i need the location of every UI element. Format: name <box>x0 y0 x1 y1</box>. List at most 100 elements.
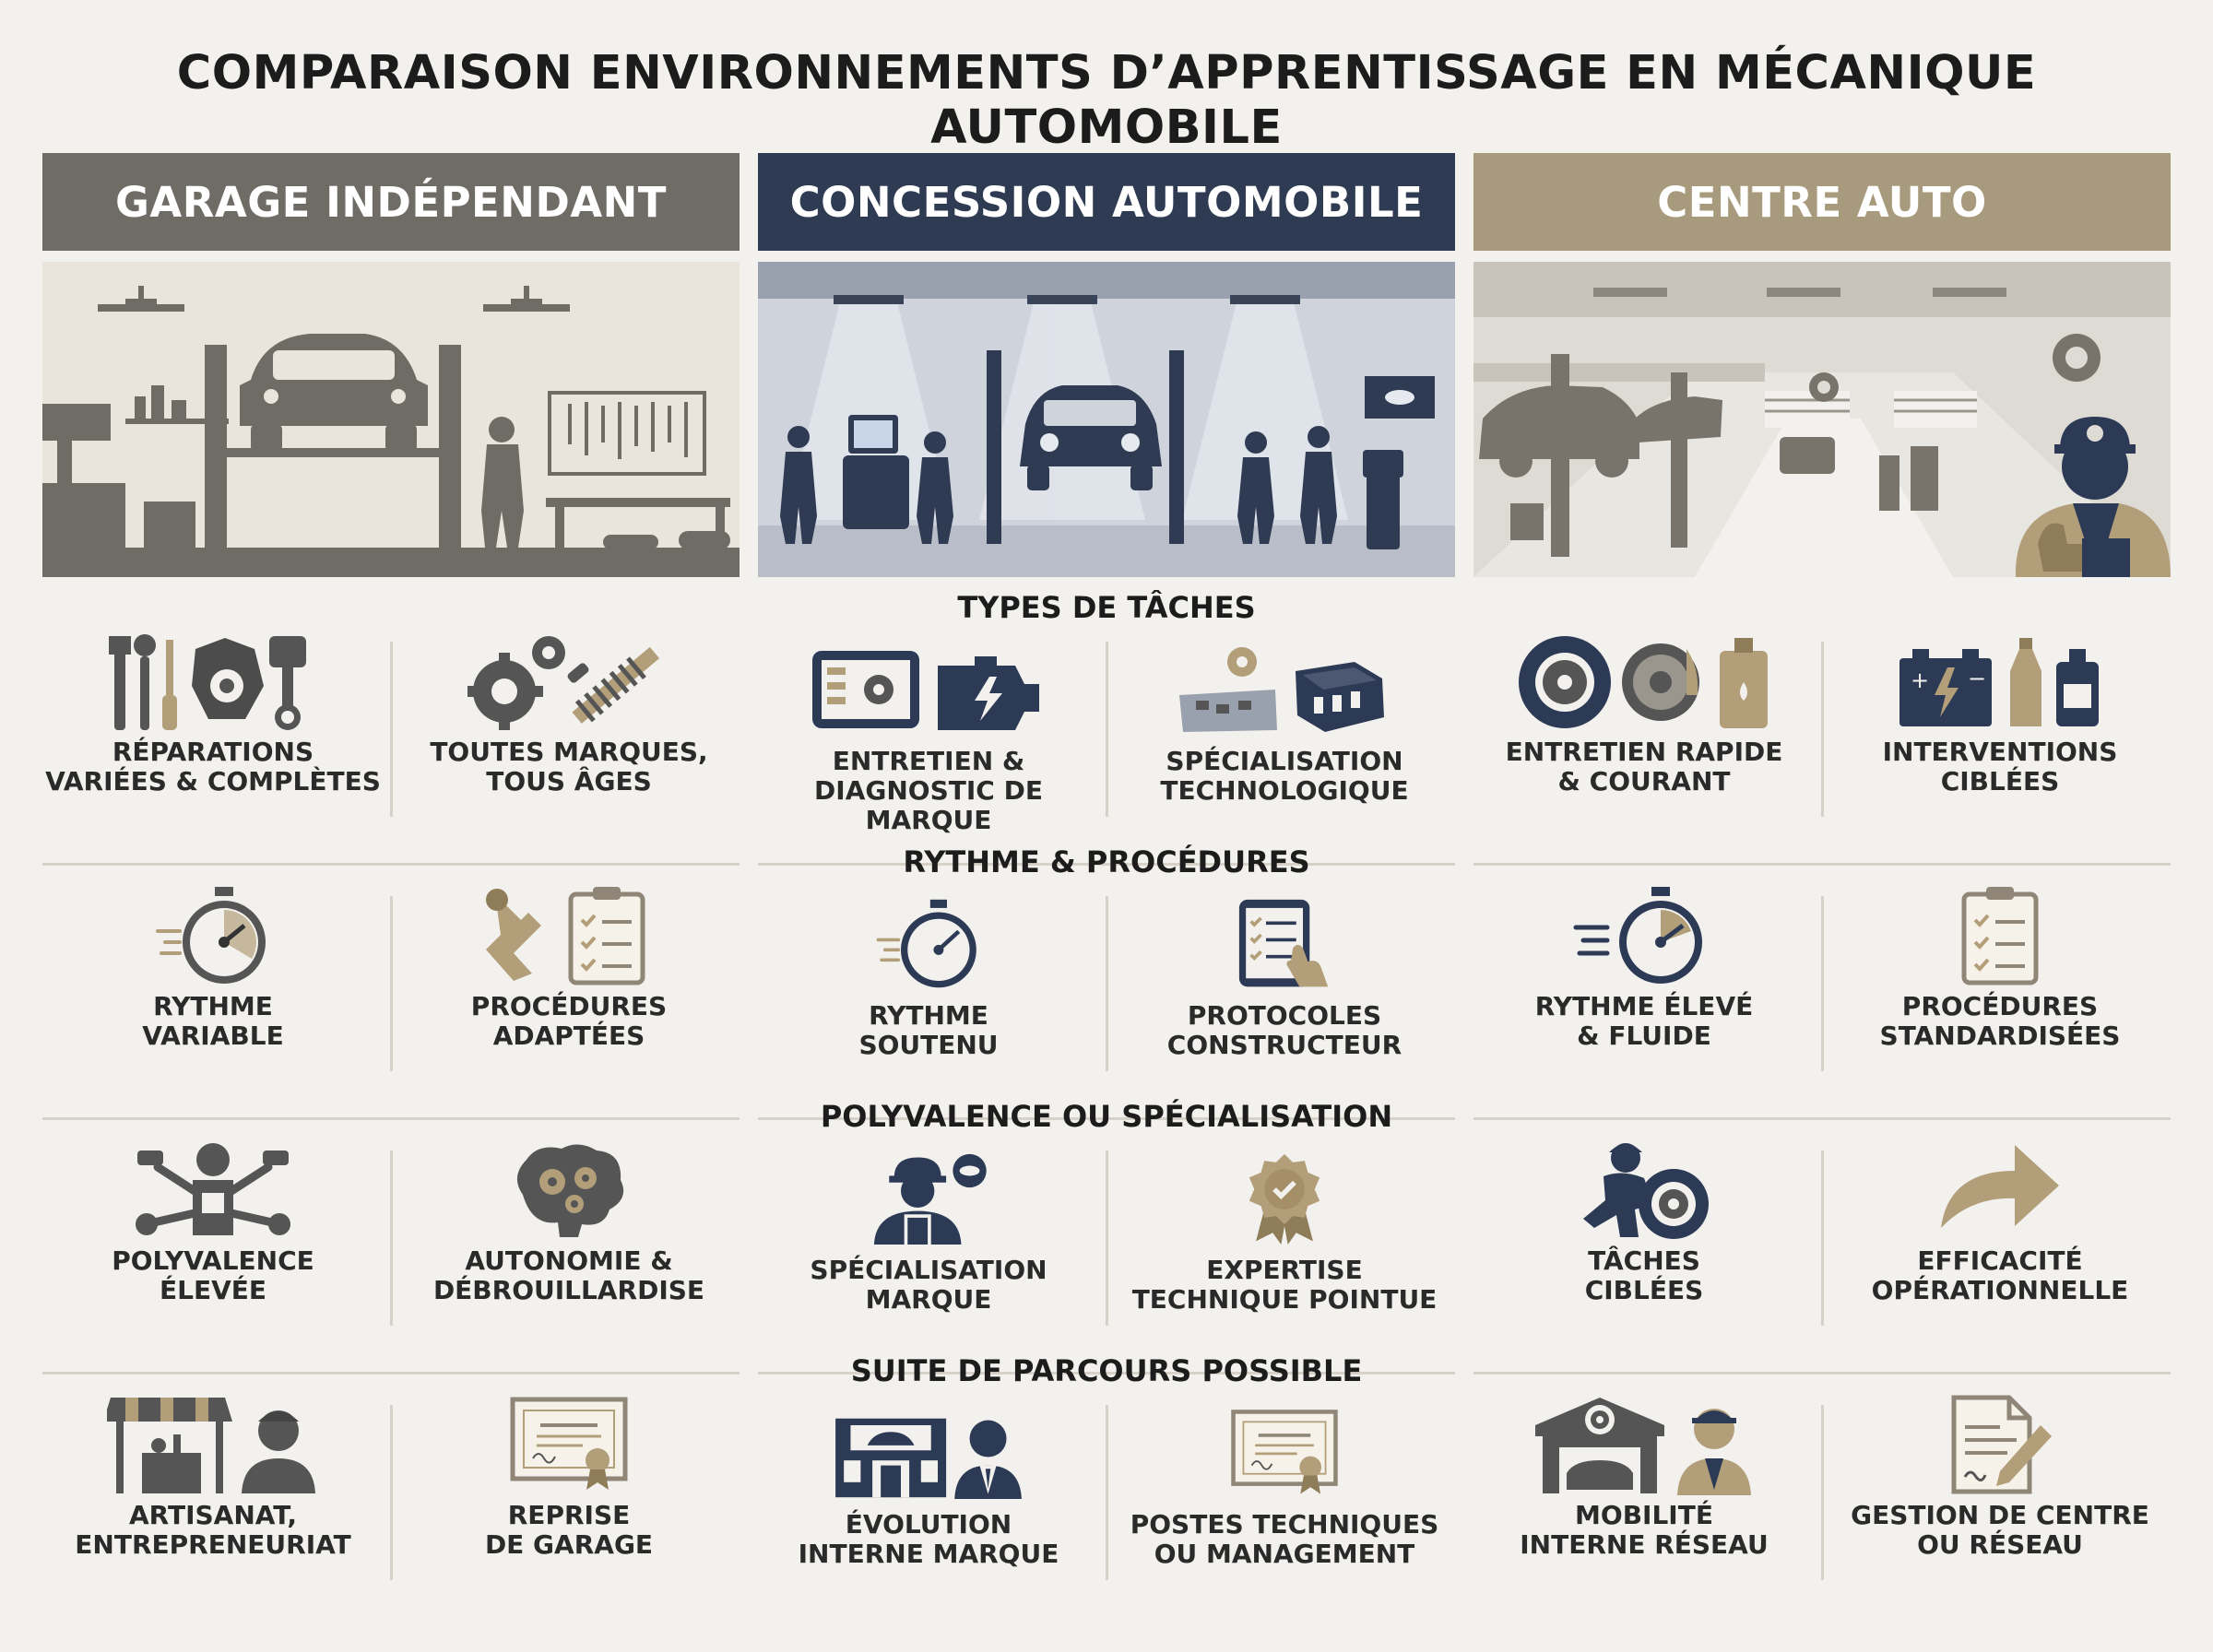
cell-divider <box>390 1150 393 1326</box>
cell-divider <box>390 1405 393 1580</box>
label-line-2: ÉLEVÉE <box>159 1275 267 1305</box>
cell-divider <box>390 896 393 1071</box>
svg-text:+: + <box>1911 667 1929 693</box>
stopwatch-icon <box>758 898 1099 990</box>
label-line-1: ARTISANAT, <box>129 1500 297 1530</box>
cell-divider <box>1106 896 1108 1071</box>
label-line-1: RYTHME ÉLEVÉ <box>1534 991 1754 1021</box>
brain-gears-icon <box>398 1139 740 1241</box>
row-types-de-taches: ENTRETIEN RAPIDE& COURANT + − INTERVENTI… <box>1473 577 2171 832</box>
row-title: POLYVALENCE OU SPÉCIALISATION <box>820 1099 1393 1134</box>
row-separator <box>42 863 740 866</box>
row-title: RYTHME & PROCÉDURES <box>903 844 1310 879</box>
label-line-1: PROCÉDURES <box>1901 991 2099 1021</box>
label-line-2: OU MANAGEMENT <box>1154 1539 1415 1569</box>
label-line-1: TÂCHES <box>1588 1245 1700 1276</box>
label-line-1: AUTONOMIE & <box>465 1245 673 1276</box>
cell-entretien-rapide: ENTRETIEN RAPIDE& COURANT <box>1473 577 1815 832</box>
column-header: CONCESSION AUTOMOBILE <box>758 153 1455 251</box>
label-line-2: OU RÉSEAU <box>1917 1529 2083 1560</box>
label-line-1: REPRISE <box>507 1500 631 1530</box>
label-line-2: TOUS ÂGES <box>486 766 652 796</box>
column-concession-automobile: CONCESSION AUTOMOBILE <box>758 153 1455 1621</box>
row-separator <box>42 1117 740 1120</box>
tire-brake-oil-icon <box>1473 631 1815 732</box>
cell-divider <box>1821 896 1824 1071</box>
label-line-2: MARQUE <box>865 1284 992 1315</box>
column-header: GARAGE INDÉPENDANT <box>42 153 740 251</box>
label-line-1: ÉVOLUTION <box>845 1509 1012 1540</box>
tools-engine-icon <box>42 631 384 732</box>
stopwatch-fast-icon <box>1473 885 1815 986</box>
row-separator <box>42 1372 740 1375</box>
label-line-1: EXPERTISE <box>1206 1255 1363 1285</box>
label-line-1: ENTRETIEN & <box>832 746 1025 776</box>
auto-center-mechanic-icon <box>1473 1394 1815 1495</box>
certificate-icon <box>1114 1407 1455 1499</box>
label-line-1: PROCÉDURES <box>470 991 668 1021</box>
stopwatch-icon <box>42 885 384 986</box>
label-line-1: INTERVENTIONS <box>1882 737 2118 767</box>
label-line-2: SOUTENU <box>858 1030 999 1060</box>
label-line-2: INTERNE MARQUE <box>798 1539 1059 1569</box>
row-separator <box>758 1372 1455 1375</box>
label-line-2: STANDARDISÉES <box>1879 1021 2121 1051</box>
cell-artisanat: ARTISANAT,ENTREPRENEURIAT <box>42 1340 384 1595</box>
concession-illustration <box>758 262 1455 577</box>
cell-toutes-marques: TOUTES MARQUES,TOUS ÂGES <box>398 577 740 832</box>
tablet-engine-icon <box>758 643 1099 736</box>
row-separator <box>1473 863 2171 866</box>
label-line-1: ENTRETIEN RAPIDE <box>1505 737 1783 767</box>
label-line-1: RYTHME <box>153 991 273 1021</box>
multi-arm-tools-icon <box>42 1139 384 1241</box>
centre-auto-illustration <box>1473 262 2171 577</box>
label-line-1: GESTION DE CENTRE <box>1851 1500 2149 1530</box>
label-line-2: CIBLÉES <box>1584 1275 1704 1305</box>
label-line-2: DÉBROUILLARDISE <box>432 1275 705 1305</box>
label-line-2: CONSTRUCTEUR <box>1166 1030 1402 1060</box>
label-line-2: CIBLÉES <box>1940 766 2060 796</box>
label-line-1: MOBILITÉ <box>1575 1500 1713 1530</box>
row-title: SUITE DE PARCOURS POSSIBLE <box>850 1353 1363 1388</box>
dealership-manager-icon <box>758 1407 1099 1499</box>
mechanic-tire-icon <box>1473 1139 1815 1241</box>
label-line-1: SPÉCIALISATION <box>1166 746 1403 776</box>
garage-illustration <box>42 262 740 577</box>
column-header: CENTRE AUTO <box>1473 153 2171 251</box>
label-line-2: ENTREPRENEURIAT <box>75 1529 351 1560</box>
clipboard-checklist-icon <box>1829 885 2171 986</box>
svg-text:−: − <box>1968 666 1986 691</box>
column-centre-auto: CENTRE AUTO <box>1473 153 2171 1621</box>
award-badge-icon <box>1114 1152 1455 1245</box>
cell-entretien-diagnostic: ENTRETIEN &DIAGNOSTIC DE MARQUE <box>758 577 1099 835</box>
label-line-1: EFFICACITÉ <box>1917 1245 2083 1276</box>
tablet-checklist-icon <box>1114 898 1455 990</box>
label-line-1: PROTOCOLES <box>1187 1000 1382 1031</box>
label-line-2: VARIÉES & COMPLÈTES <box>45 766 381 796</box>
label-line-1: SPÉCIALISATION <box>810 1255 1047 1285</box>
cell-autonomie: AUTONOMIE &DÉBROUILLARDISE <box>398 1086 740 1340</box>
label-line-2: DE GARAGE <box>484 1529 654 1560</box>
cell-divider <box>1106 642 1108 817</box>
row-polyvalence: POLYVALENCE OU SPÉCIALISATION SPÉCIALISA… <box>758 1086 1455 1340</box>
cell-divider <box>1821 642 1824 817</box>
